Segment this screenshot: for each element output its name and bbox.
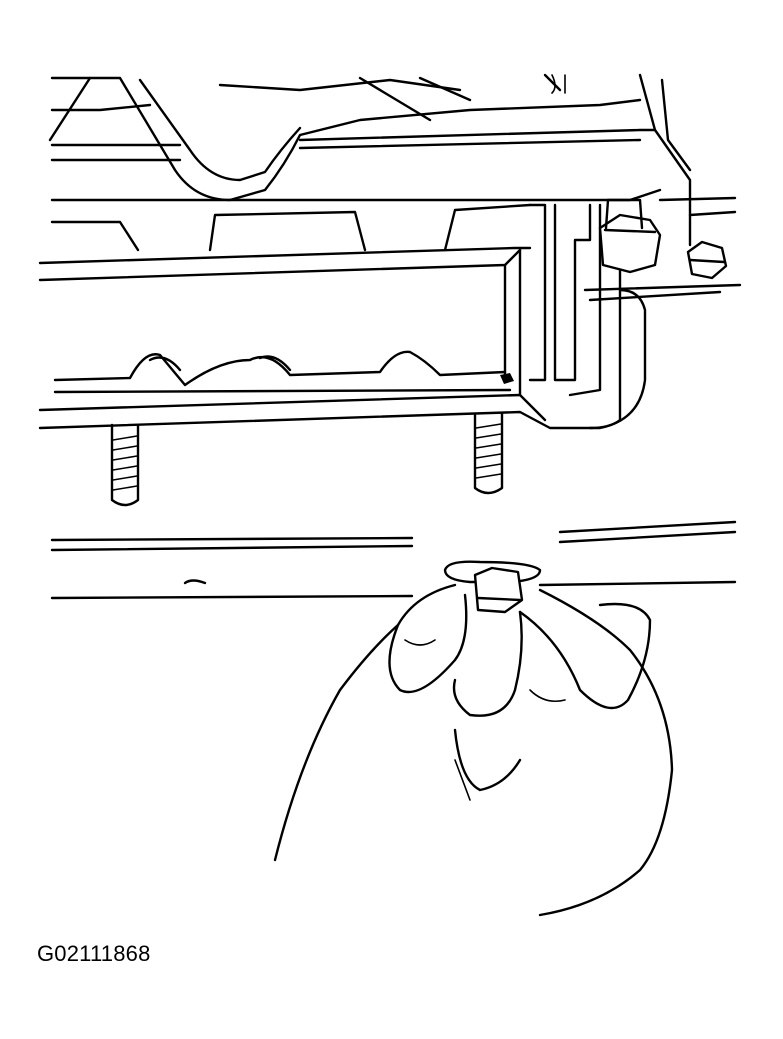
hand: [273, 583, 674, 917]
upper-housing: [48, 73, 692, 252]
stud-left: [110, 423, 140, 507]
flange-nut: [443, 560, 542, 614]
stud-right: [473, 411, 504, 495]
bolt-head-large: [598, 198, 662, 274]
oil-pan-rail: [38, 246, 647, 430]
crossmember: [50, 520, 737, 600]
bolt-head-small: [686, 240, 728, 280]
figure-code: G02111868: [37, 941, 151, 966]
mounting-bracket: [528, 196, 742, 430]
